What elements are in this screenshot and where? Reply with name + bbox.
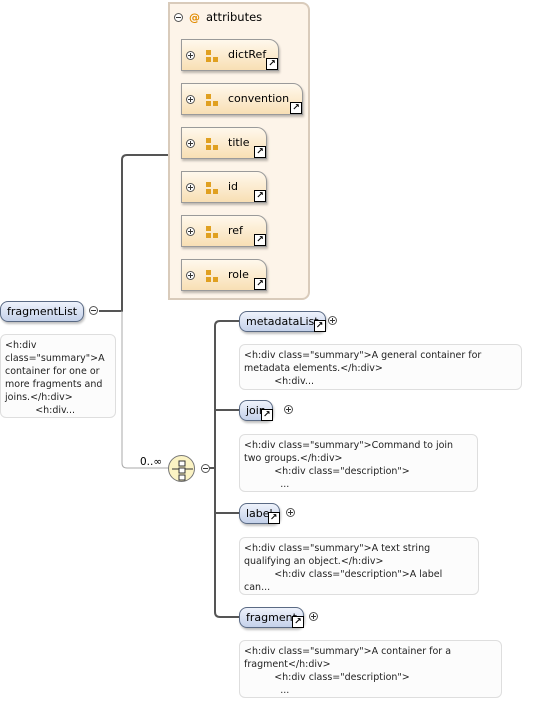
link-arrow-icon[interactable]: ↗ (291, 616, 304, 628)
attribute-name: ref (228, 224, 243, 237)
element-fragmentlist[interactable]: fragmentList (0, 301, 85, 322)
collapse-icon[interactable] (174, 12, 183, 22)
element-fragment[interactable]: fragment ↗ (239, 607, 304, 628)
attribute-dictref[interactable]: dictRef ↗ (181, 39, 279, 71)
documentation-box: <h:div class="summary">A container for o… (0, 334, 116, 418)
attribute-name: role (228, 268, 249, 281)
attribute-name: id (228, 180, 239, 193)
expand-icon[interactable] (186, 183, 195, 192)
element-label[interactable]: label ↗ (239, 503, 280, 524)
link-arrow-icon[interactable]: ↗ (290, 102, 302, 114)
attribute-id[interactable]: id ↗ (181, 171, 267, 203)
collapse-icon[interactable] (89, 306, 98, 315)
attribute-icon (206, 182, 218, 194)
expand-icon[interactable] (186, 51, 195, 60)
attribute-icon (206, 270, 218, 282)
cardinality-label: 0..∞ (140, 456, 163, 468)
attribute-icon (206, 94, 218, 106)
expand-icon[interactable] (328, 316, 337, 325)
link-arrow-icon[interactable]: ↗ (254, 278, 266, 290)
expand-icon[interactable] (186, 227, 195, 236)
link-arrow-icon[interactable]: ↗ (266, 58, 278, 70)
attribute-title[interactable]: title ↗ (181, 127, 267, 159)
attribute-icon (206, 50, 218, 62)
expand-icon[interactable] (186, 271, 195, 280)
element-name: fragmentList (7, 305, 78, 318)
expand-icon[interactable] (286, 508, 295, 517)
attribute-icon (206, 138, 218, 150)
attributes-label: attributes (206, 10, 263, 24)
element-name: metadataList (246, 315, 319, 328)
expand-icon[interactable] (309, 612, 318, 621)
expand-icon[interactable] (186, 95, 195, 104)
expand-icon[interactable] (284, 405, 293, 414)
attribute-name: title (228, 136, 250, 149)
attribute-ref[interactable]: ref ↗ (181, 215, 267, 247)
documentation-box: <h:div class="summary">A container for a… (239, 640, 502, 698)
collapse-icon[interactable] (201, 464, 210, 473)
attribute-convention[interactable]: convention ↗ (181, 83, 303, 115)
link-arrow-icon[interactable]: ↗ (313, 320, 326, 332)
attribute-at-icon: @ (189, 10, 200, 24)
attributes-header[interactable]: @ attributes (174, 10, 262, 24)
link-arrow-icon[interactable]: ↗ (254, 234, 266, 246)
link-arrow-icon[interactable]: ↗ (254, 190, 266, 202)
element-join[interactable]: join ↗ (239, 400, 273, 421)
documentation-box: <h:div class="summary">A text string qua… (239, 537, 479, 595)
attribute-icon (206, 226, 218, 238)
attribute-name: convention (228, 92, 290, 105)
element-name: label (246, 507, 273, 520)
link-arrow-icon[interactable]: ↗ (267, 512, 280, 524)
link-arrow-icon[interactable]: ↗ (254, 146, 266, 158)
link-arrow-icon[interactable]: ↗ (260, 409, 273, 421)
documentation-box: <h:div class="summary">A general contain… (239, 344, 522, 390)
attribute-role[interactable]: role ↗ (181, 259, 267, 291)
element-name: fragment (246, 611, 297, 624)
sequence-compositor-icon[interactable] (168, 455, 195, 482)
expand-icon[interactable] (186, 139, 195, 148)
element-metadatalist[interactable]: metadataList ↗ (239, 311, 326, 332)
attribute-name: dictRef (228, 48, 267, 61)
documentation-box: <h:div class="summary">Command to join t… (239, 434, 478, 492)
